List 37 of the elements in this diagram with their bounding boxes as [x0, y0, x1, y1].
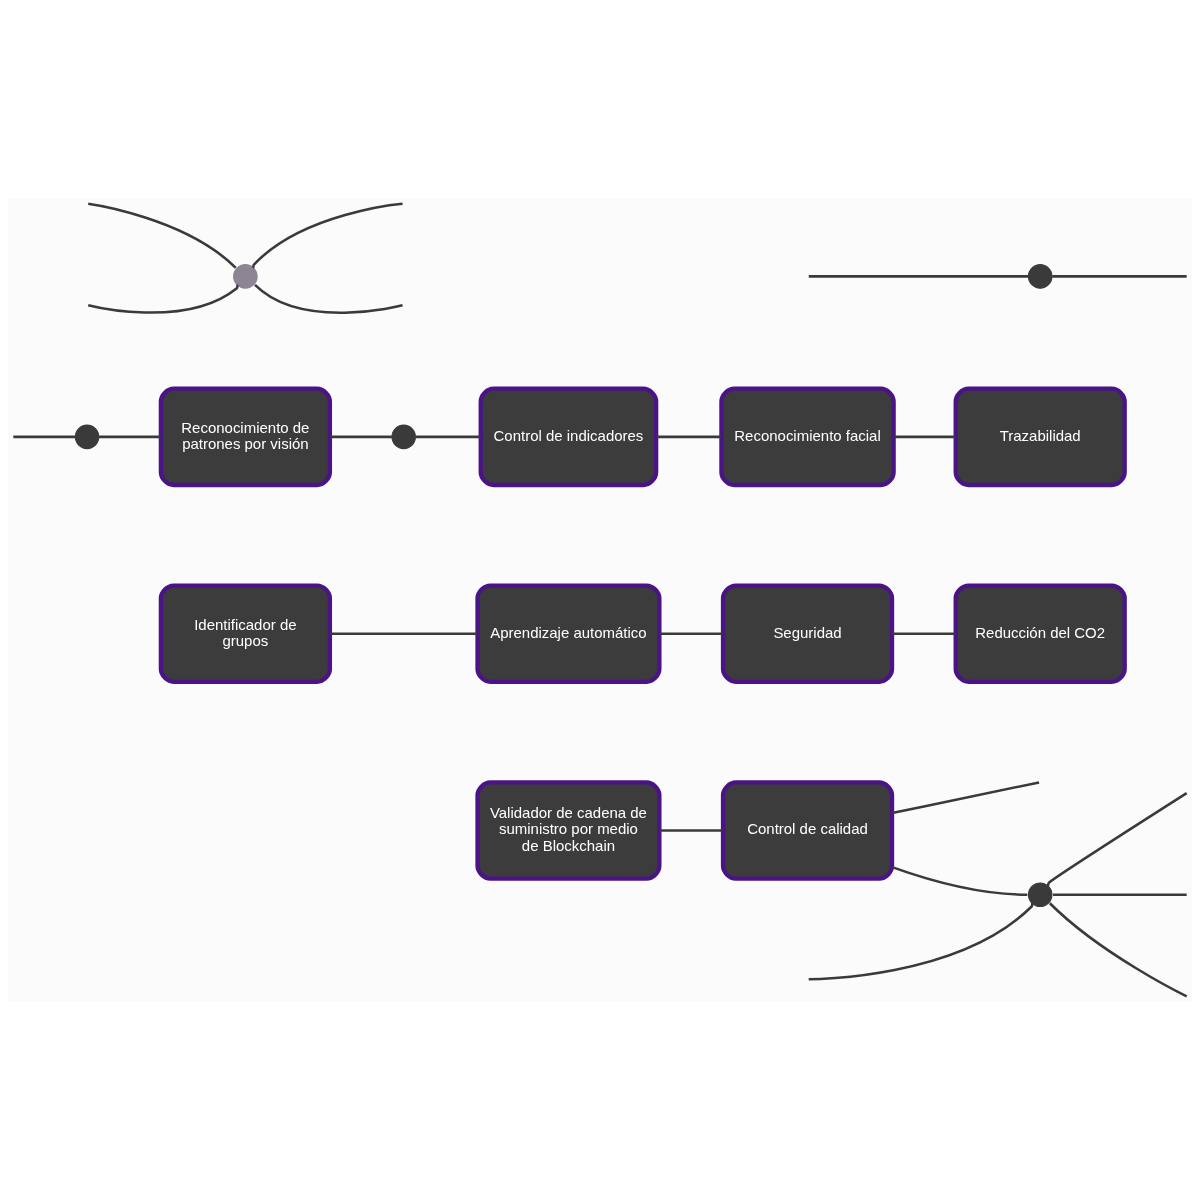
connector — [254, 283, 403, 314]
connector — [98, 435, 161, 439]
node-circle — [1027, 264, 1053, 289]
connector — [808, 902, 1034, 981]
connector — [1053, 893, 1187, 896]
connector — [659, 632, 723, 635]
node-circle — [74, 424, 100, 450]
connector — [891, 865, 1028, 896]
connector — [88, 202, 237, 269]
connector — [1048, 902, 1188, 998]
connector — [87, 284, 240, 314]
connector — [893, 435, 956, 439]
node-box: Reconocimiento facial — [719, 386, 896, 488]
connector — [659, 829, 723, 832]
connector — [892, 632, 956, 635]
node-circle — [1027, 882, 1053, 907]
node-box: Control de indicadores — [478, 386, 659, 488]
node-box: Control de calidad — [720, 780, 895, 881]
connector — [330, 435, 392, 439]
connector — [808, 275, 1029, 278]
node-circle — [233, 264, 258, 289]
connector — [415, 435, 481, 439]
node-box: Aprendizaje automático — [475, 583, 662, 684]
connector — [656, 435, 722, 439]
connector — [1046, 792, 1188, 887]
connector — [329, 632, 478, 635]
node-box: Reconocimiento de patrones por visión — [158, 386, 333, 488]
node-box: Seguridad — [720, 583, 895, 684]
connector — [891, 781, 1040, 815]
connector — [13, 435, 76, 439]
connector — [1052, 275, 1187, 278]
node-box: Identificador de grupos — [158, 583, 333, 684]
node-circle — [391, 424, 416, 450]
connector — [251, 202, 403, 269]
node-box: Validador de cadena de suministro por medio de Blockchain — [475, 780, 662, 881]
node-box: Reducción del CO2 — [953, 583, 1127, 684]
node-box: Trazabilidad — [953, 386, 1127, 488]
